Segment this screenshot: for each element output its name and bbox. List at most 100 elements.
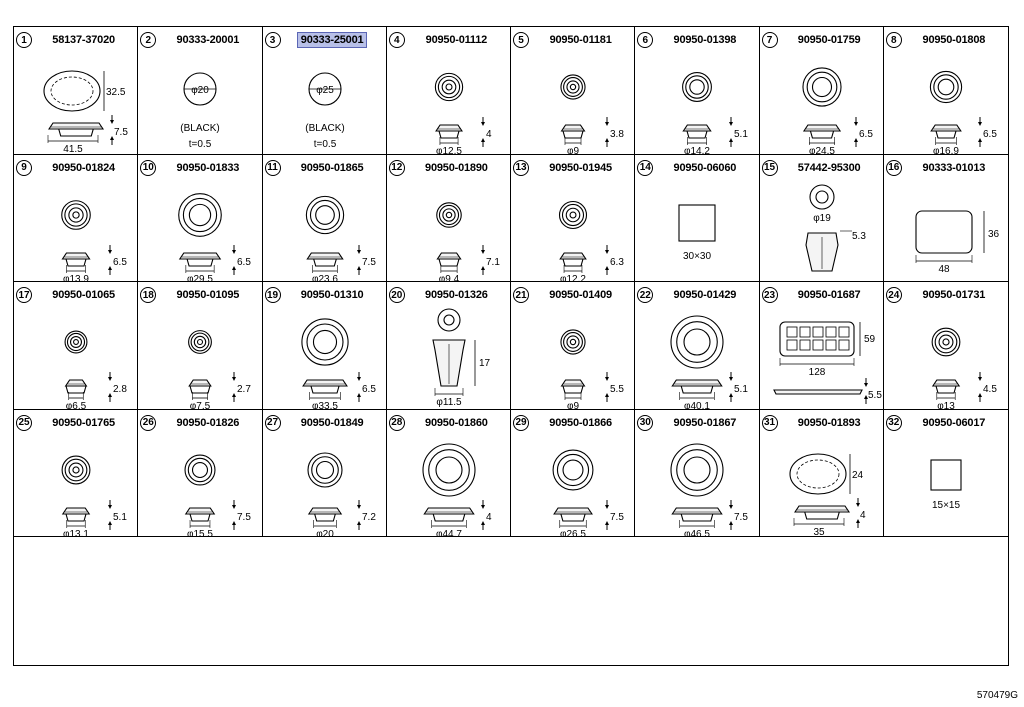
- grommet-ring-icon: [556, 453, 590, 486]
- part-number[interactable]: 90950-01867: [673, 416, 737, 429]
- height-dimension-label: 36: [988, 229, 1000, 240]
- grille-slot-icon: [812, 339, 823, 351]
- grommet-outer-ring-icon: [188, 330, 213, 355]
- part-number[interactable]: 90950-06017: [922, 416, 986, 429]
- part-number[interactable]: 90950-01398: [673, 34, 737, 46]
- grommet-inner-ring-icon: [68, 206, 84, 223]
- width-dimension-label: φ9.4: [439, 274, 460, 283]
- part-number[interactable]: 90950-01429: [673, 289, 737, 302]
- grommet-profile-flange: [671, 379, 723, 387]
- part-index-badge: 22: [637, 287, 654, 304]
- grommet-inner-ring-icon: [315, 460, 334, 479]
- height-dimension-label: 4: [486, 512, 492, 523]
- arrow-head: [977, 393, 982, 398]
- part-number[interactable]: 90950-01890: [425, 161, 488, 174]
- part-number[interactable]: 90950-01095: [176, 289, 240, 302]
- part-number[interactable]: 58137-37020: [52, 34, 115, 46]
- part-number[interactable]: 90950-01833: [176, 161, 240, 174]
- grommet-profile-flange: [559, 252, 587, 260]
- height-dimension-label: 7.5: [610, 512, 624, 523]
- part-number[interactable]: 90950-01865: [300, 161, 364, 174]
- part-number[interactable]: 90950-01112: [425, 34, 488, 46]
- part-number[interactable]: 90950-01893: [797, 416, 861, 429]
- grille-profile-icon: [772, 389, 863, 395]
- part-number[interactable]: 90950-01759: [797, 34, 861, 46]
- part-number[interactable]: 90950-06060: [673, 161, 737, 174]
- part-number[interactable]: 90950-01824: [52, 161, 115, 174]
- grommet-profile-body: [438, 258, 460, 267]
- grommet-hole-icon: [942, 338, 950, 346]
- part-number[interactable]: 90950-01409: [549, 289, 612, 302]
- part-number[interactable]: 90950-01826: [176, 416, 240, 429]
- grommet-ring-icon: [310, 455, 339, 484]
- grommet-inner-ring-icon: [435, 456, 463, 484]
- arrow-head: [356, 504, 361, 509]
- part-number[interactable]: 90333-01013: [922, 161, 986, 174]
- part-number[interactable]: 90950-01326: [425, 289, 488, 302]
- grommet-profile-body: [680, 386, 714, 394]
- grommet-inner-ring-icon: [566, 335, 580, 349]
- grommet-profile-body: [562, 130, 584, 139]
- part-number[interactable]: 90950-01181: [549, 34, 612, 46]
- part-drawing: 3.8φ9: [560, 74, 624, 154]
- part-drawing: 32.57.541.5: [43, 70, 128, 154]
- part-number[interactable]: 90950-01945: [549, 161, 612, 174]
- part-number[interactable]: 90950-01065: [52, 289, 115, 302]
- part-drawing: 2.8φ6.5: [64, 330, 127, 409]
- part-number[interactable]: 57442-95300: [797, 161, 861, 174]
- part-number[interactable]: 90950-01808: [922, 34, 986, 46]
- part-number[interactable]: 90333-20001: [176, 34, 240, 46]
- part-number[interactable]: 90950-01849: [300, 416, 364, 429]
- part-number[interactable]: 90950-01765: [52, 416, 115, 429]
- arrow-head: [863, 383, 868, 388]
- grommet-profile-body: [189, 513, 211, 522]
- height-dimension-label: 6.5: [859, 129, 873, 140]
- part-number[interactable]: 90950-01687: [797, 289, 861, 302]
- grommet-ring-icon: [188, 457, 213, 483]
- grommet-outer-ring-icon: [560, 329, 586, 355]
- part-number[interactable]: 90950-01860: [425, 416, 488, 429]
- part-number[interactable]: 90950-01310: [300, 289, 364, 302]
- part-number[interactable]: 90950-01866: [549, 416, 612, 429]
- part-number[interactable]: 90950-01731: [922, 289, 986, 302]
- grommet-outer-ring-icon: [305, 195, 344, 234]
- grommet-profile-body: [189, 386, 211, 394]
- part-number[interactable]: 90333-25001: [296, 32, 368, 48]
